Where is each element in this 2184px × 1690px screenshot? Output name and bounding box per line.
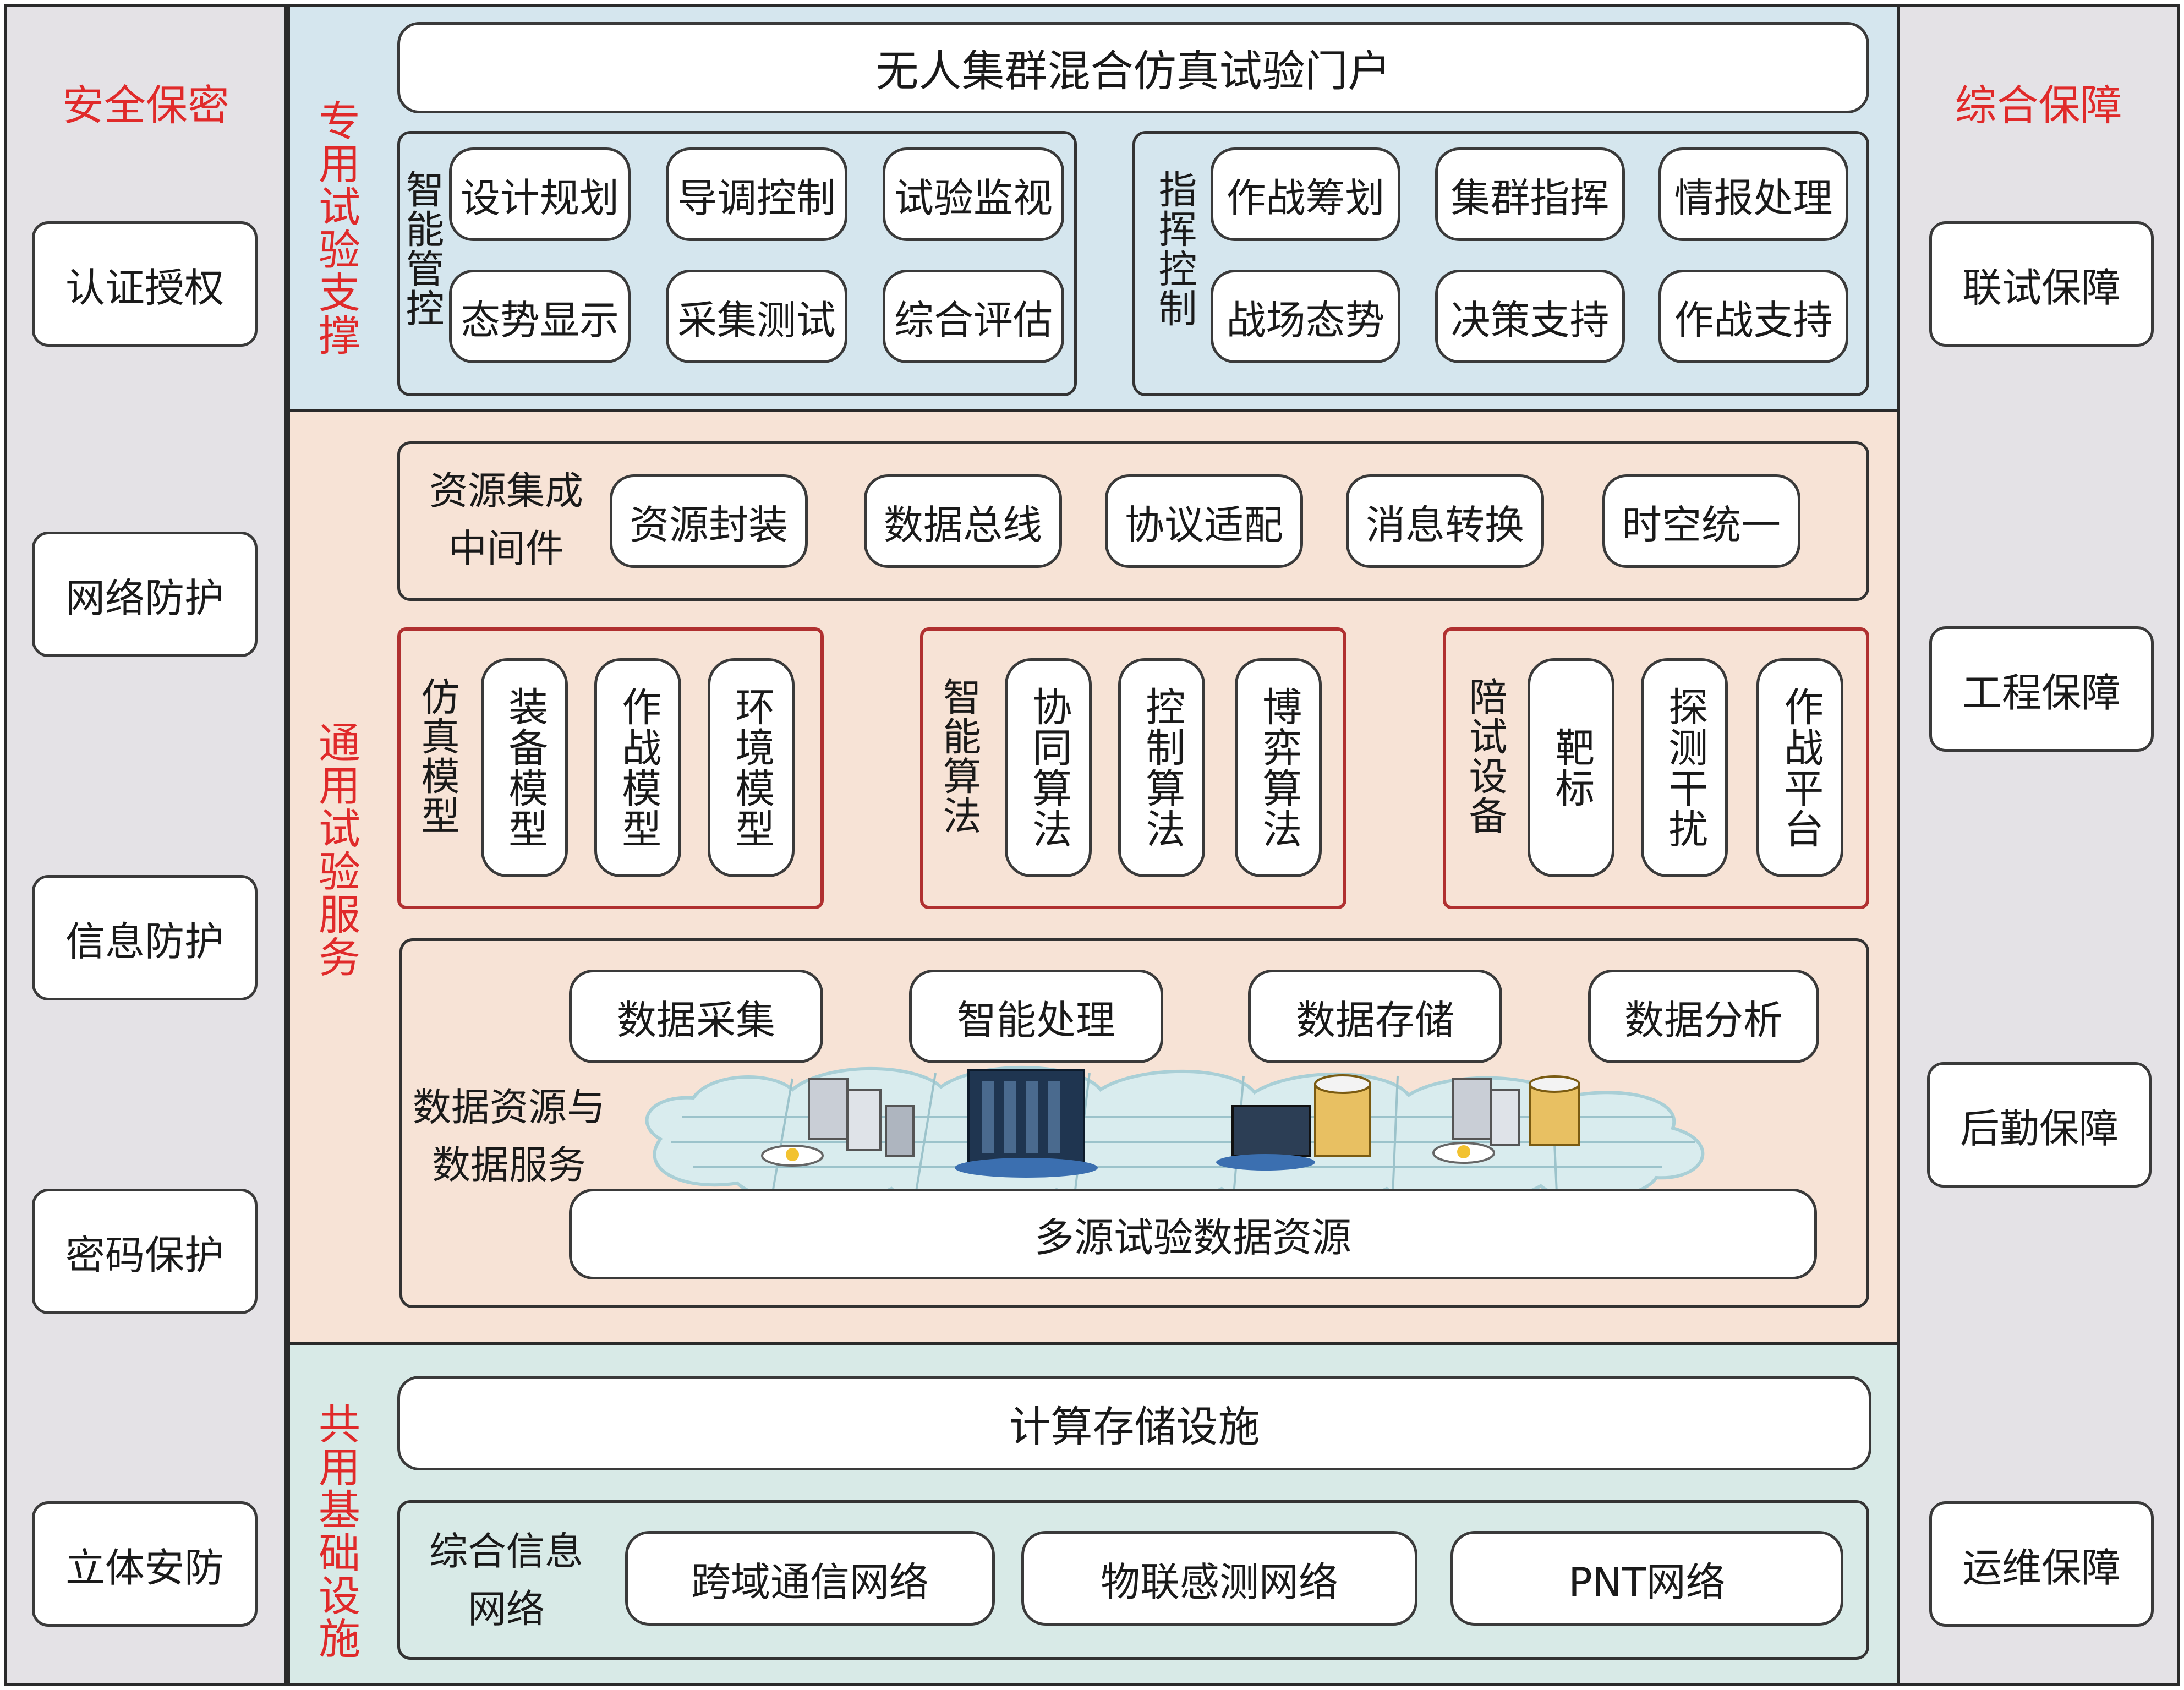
sim-models-item-equipment: 装备模型	[481, 658, 568, 877]
compute-storage-bar: 计算存储设施	[397, 1376, 1871, 1470]
middleware-item-encapsulation: 资源封装	[610, 474, 808, 568]
network-label-line2: 网络	[468, 1587, 545, 1632]
data-item-store: 数据存储	[1248, 970, 1502, 1063]
left-item-info-protection: 信息防护	[32, 875, 258, 1000]
middleware-item-databus: 数据总线	[864, 474, 1062, 568]
right-item-operations: 运维保障	[1929, 1501, 2154, 1627]
data-item-process: 智能处理	[909, 970, 1163, 1063]
smart-control-item-monitor: 试验监视	[883, 147, 1064, 241]
algorithms-item-control: 控制算法	[1118, 658, 1205, 877]
middleware-item-message: 消息转换	[1346, 474, 1544, 568]
algorithms-label: 智能算法	[937, 677, 982, 835]
algorithms-item-game: 博弈算法	[1235, 658, 1322, 877]
smart-control-label: 智能管控	[399, 169, 445, 328]
smart-control-group	[397, 131, 1077, 396]
command-control-item-planning: 作战筹划	[1211, 147, 1400, 241]
equipment-label: 陪试设备	[1463, 677, 1508, 835]
infra-layer-title: 共用基础设施	[311, 1402, 360, 1660]
command-control-item-battlefield: 战场态势	[1211, 270, 1400, 363]
command-control-item-intel: 情报处理	[1658, 147, 1848, 241]
network-item-pnt: PNT网络	[1450, 1531, 1843, 1626]
left-item-physical-security: 立体安防	[32, 1501, 258, 1627]
storage-icon-2	[1432, 1075, 1580, 1164]
algorithms-group	[920, 627, 1346, 909]
data-resource-bar: 多源试验数据资源	[569, 1189, 1817, 1279]
portal-title: 无人集群混合仿真试验门户	[397, 22, 1869, 113]
equipment-item-detect-jam: 探测干扰	[1641, 658, 1728, 877]
data-service-group	[399, 938, 1869, 1308]
data-service-label-line2: 数据服务	[432, 1142, 586, 1188]
middleware-label-line1: 资源集成	[429, 468, 583, 513]
equipment-item-target: 靶标	[1528, 658, 1614, 877]
middleware-item-protocol: 协议适配	[1105, 474, 1303, 568]
smart-control-item-collect: 采集测试	[666, 270, 847, 363]
sim-models-group	[397, 627, 824, 909]
right-item-engineering: 工程保障	[1929, 626, 2154, 752]
special-layer-title: 专用试验支撑	[311, 99, 360, 357]
command-control-label: 指挥控制	[1152, 169, 1197, 328]
network-item-iot: 物联感测网络	[1021, 1531, 1417, 1626]
sim-models-label: 仿真模型	[415, 677, 460, 835]
left-item-crypto: 密码保护	[32, 1189, 258, 1314]
left-item-network-protection: 网络防护	[32, 532, 258, 657]
network-group	[397, 1500, 1869, 1660]
left-title: 安全保密	[62, 81, 229, 130]
middleware-label: 资源集成 中间件	[407, 457, 605, 583]
right-item-joint-test: 联试保障	[1929, 221, 2154, 347]
algorithms-item-cooperative: 协同算法	[1005, 658, 1092, 877]
storage-icon-1	[1216, 1074, 1371, 1171]
data-service-label: 数据资源与 数据服务	[402, 1073, 616, 1200]
command-control-item-cluster: 集群指挥	[1435, 147, 1625, 241]
network-item-cross-domain: 跨域通信网络	[625, 1531, 995, 1626]
data-item-collect: 数据采集	[569, 970, 823, 1063]
smart-control-item-evaluate: 综合评估	[883, 270, 1064, 363]
equipment-group	[1443, 627, 1869, 909]
left-item-auth: 认证授权	[32, 221, 258, 347]
data-cloud-illustration	[645, 1065, 1705, 1208]
sim-models-item-combat: 作战模型	[594, 658, 681, 877]
middleware-label-line2: 中间件	[448, 526, 564, 571]
command-control-item-combat-support: 作战支持	[1658, 270, 1848, 363]
server-rack-icon-1	[761, 1078, 915, 1167]
middleware-group	[397, 441, 1869, 601]
right-item-logistics: 后勤保障	[1927, 1062, 2152, 1188]
smart-control-item-direct: 导调控制	[666, 147, 847, 241]
datacenter-icon	[955, 1069, 1098, 1178]
data-service-label-line1: 数据资源与	[413, 1085, 605, 1130]
smart-control-item-design: 设计规划	[449, 147, 631, 241]
command-control-group	[1132, 131, 1869, 396]
smart-control-item-situation: 态势显示	[449, 270, 631, 363]
equipment-item-platform: 作战平台	[1756, 658, 1843, 877]
data-item-analyze: 数据分析	[1588, 970, 1819, 1063]
network-label: 综合信息 网络	[407, 1514, 605, 1647]
general-layer-title: 通用试验服务	[311, 721, 360, 978]
right-title: 综合保障	[1955, 81, 2122, 130]
network-label-line1: 综合信息	[429, 1529, 583, 1574]
command-control-item-decision: 决策支持	[1435, 270, 1625, 363]
sim-models-item-environment: 环境模型	[708, 658, 795, 877]
middleware-item-spacetime: 时空统一	[1602, 474, 1800, 568]
